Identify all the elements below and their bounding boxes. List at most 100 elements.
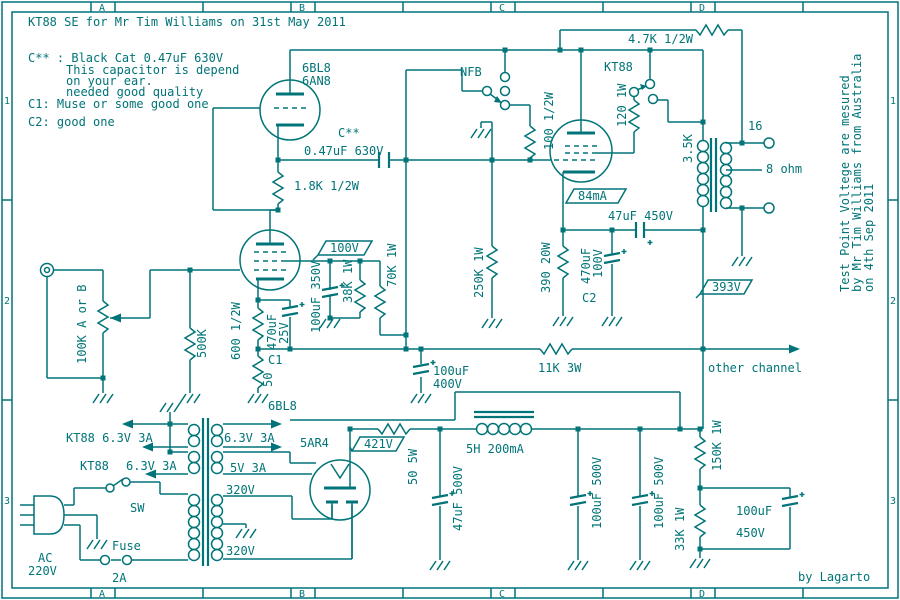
label-600: 600 1/2W — [229, 301, 243, 360]
terminal-0ohm — [764, 203, 774, 213]
fuse: Fuse 2A — [64, 525, 188, 585]
label-220v: 220V — [28, 564, 57, 578]
label-100uf400-b: 400V — [433, 377, 462, 391]
grid-row-1-right: 1 — [890, 96, 896, 107]
label-38k: 38K 1W — [341, 259, 355, 303]
label-3k5: 3.5K — [681, 133, 695, 163]
side-note-3: on 4th Sep 2011 — [862, 184, 876, 292]
label-c2: C2 — [582, 291, 596, 305]
kt88-cathode-network: 84mA 47uF 450V 390 20W 470uF 100V C2 — [539, 189, 706, 327]
mains-earth — [64, 515, 108, 550]
label-kt88: KT88 — [604, 60, 633, 74]
note-cstar: C** : Black Cat 0.47uF 630V — [28, 51, 223, 65]
label-5ar4: 5AR4 — [300, 436, 329, 450]
other-channel-arrow — [789, 344, 800, 354]
output-transformer: 3.5K 16 8 ohm 393V — [681, 50, 802, 429]
filter-cap-100uf-2: 100uF 500V — [629, 429, 666, 571]
test-point-flag-84ma: 84mA — [566, 189, 626, 203]
label-16: 16 — [748, 119, 762, 133]
resistor-1k8: 1.8K 1/2W — [272, 157, 360, 213]
nfb-switch: NFB — [406, 47, 530, 163]
label-120: 120 1W — [615, 83, 629, 127]
side-note: Test Point Voltege are mesured by Mr Tim… — [838, 54, 876, 292]
note-c1: C1: Muse or some good one — [28, 97, 209, 111]
label-150k: 150K 1W — [710, 420, 724, 471]
label-50-5w: 50 5W — [406, 448, 420, 485]
label-320v-top: 320V — [226, 483, 255, 497]
grid-col-a-top: A — [99, 3, 105, 14]
label-sw: SW — [130, 501, 145, 515]
label-100: 100 1/2W — [542, 91, 556, 150]
label-flag-100v: 100V — [330, 241, 359, 255]
grid-row-1-left: 1 — [4, 96, 10, 107]
label-47uf450: 47uF 450V — [608, 209, 673, 223]
side-note-2: by Mr Tim Williams from Australia — [850, 54, 864, 292]
label-heater3: 6.3V 3A — [224, 431, 275, 445]
plate-bus: 4.7K 1/2W — [290, 24, 745, 146]
label-50: 50 — [261, 373, 275, 387]
tube-6bl8-pentode: 6BL8 6AN8 — [213, 50, 331, 210]
note-c2: C2: good one — [28, 115, 115, 129]
label-cstar: C** — [338, 126, 360, 140]
grid-col-c-bottom: C — [499, 589, 505, 600]
label-11k: 11K 3W — [538, 361, 582, 375]
grid-col-a-bottom: A — [99, 589, 105, 600]
input-jack — [41, 264, 54, 277]
label-choke: 5H 200mA — [466, 442, 525, 456]
label-v1-name: 6BL8 — [302, 61, 331, 75]
label-other-channel: other channel — [708, 361, 802, 375]
label-500k: 500K — [195, 328, 209, 358]
label-390: 390 20W — [539, 242, 553, 293]
ul-switch: 120 1W — [597, 50, 706, 153]
grid-row-2-left: 2 — [4, 296, 10, 307]
label-8ohm: 8 ohm — [766, 162, 802, 176]
tube-6bl8-driver: 6BL8 — [240, 210, 300, 413]
grid-col-b-bottom: B — [299, 589, 305, 600]
label-flag-393v: 393V — [712, 280, 741, 294]
power-transformer: KT88 6.3V 3A KT88 6.3V 3A 6.3V 3A 5V 3A … — [66, 402, 352, 566]
label-2a: 2A — [112, 571, 127, 585]
bias-divider: 150K 1W 33K 1W 100uF 450V — [673, 420, 806, 569]
volume-pot: 100K A or B — [47, 270, 240, 404]
label-v1-name2: 6AN8 — [302, 74, 331, 88]
grid-row-2-right: 2 — [890, 296, 896, 307]
label-100uf350: 100uF 350V — [309, 261, 323, 333]
grid-col-c-top: C — [499, 3, 505, 14]
label-47uf500: 47uF 500V — [451, 466, 465, 531]
tube-kt88: KT88 — [550, 50, 633, 230]
label-100uf450-a: 100uF — [736, 504, 772, 518]
test-point-flag-393v: 393V — [696, 280, 752, 298]
label-320v-bottom: 320V — [226, 544, 255, 558]
label-flag-84ma: 84mA — [578, 189, 608, 203]
label-100uf400-a: 100uF — [433, 364, 469, 378]
author-credit: by Lagarto — [798, 570, 870, 584]
resistor-100-gridstop: 100 1/2W — [524, 91, 556, 163]
resistor-250k: 250K 1W — [472, 160, 503, 329]
label-flag-421v: 421V — [364, 437, 393, 451]
test-point-flag-100v: 100V — [313, 241, 372, 260]
label-70k: 70K 1W — [385, 243, 399, 287]
label-ac: AC — [38, 551, 52, 565]
coupling-cap-cstar: C** 0.47uF 630V — [278, 126, 551, 168]
filter-cap-100uf-1: 100uF 500V — [567, 429, 604, 571]
grid-row-3-left: 3 — [4, 496, 10, 507]
tube-5ar4: 5AR4 — [300, 429, 370, 559]
bplus-distribution: 11K 3W other channel 100uF 400V — [258, 343, 802, 404]
label-heater2b: 6.3V 3A — [126, 459, 177, 473]
label-470uf25-b: 25V — [277, 322, 291, 344]
label-c1: C1 — [268, 353, 282, 367]
grid-col-d-bottom: D — [699, 589, 705, 600]
schematic-title: KT88 SE for Mr Tim Williams on 31st May … — [28, 15, 346, 29]
test-point-flag-421v: 421V — [350, 437, 404, 451]
power-switch: SW — [64, 478, 188, 515]
label-100uf450-b: 450V — [736, 526, 765, 540]
side-note-1: Test Point Voltege are mesured — [838, 75, 852, 292]
grid-resistor-500k: 500K — [179, 267, 209, 404]
label-v2-name: 6BL8 — [268, 399, 297, 413]
grid-col-d-top: D — [699, 3, 705, 14]
label-470uf25-a: 470uF — [265, 314, 279, 350]
label-nfb: NFB — [460, 65, 482, 79]
label-4k7: 4.7K 1/2W — [628, 32, 694, 46]
